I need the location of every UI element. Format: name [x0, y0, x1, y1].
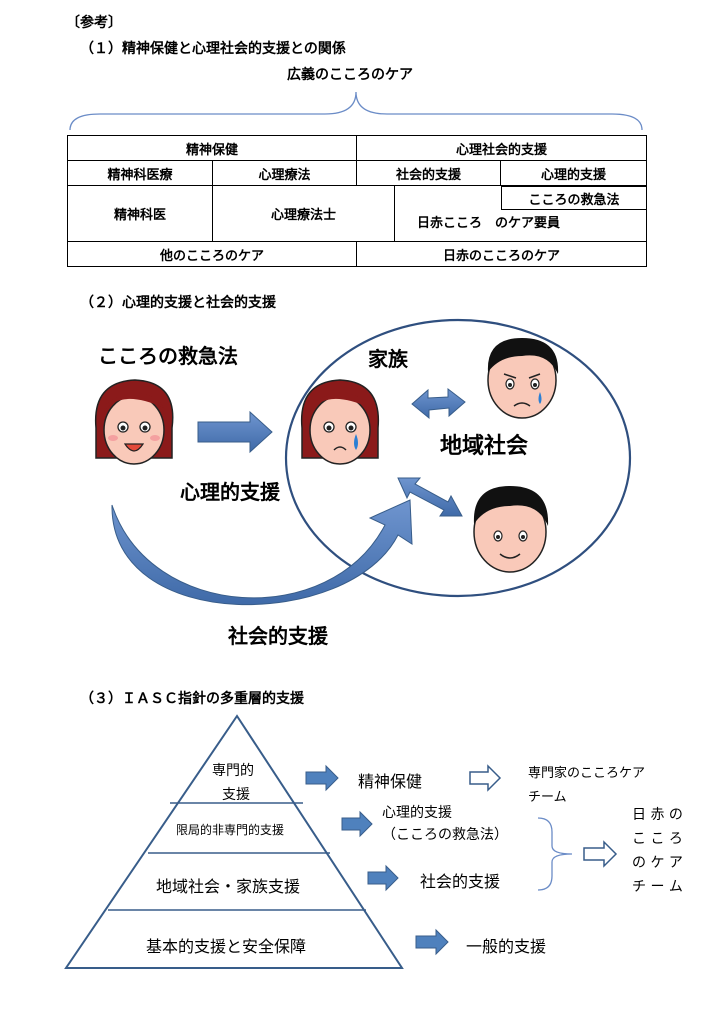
jrc-team-line1: 日 赤 の: [632, 807, 683, 823]
jrc-team-line2: こ こ ろ: [632, 831, 683, 847]
reference-label: 〔参考〕: [66, 15, 122, 31]
smiling-man-icon: [473, 486, 549, 573]
cell-psychiatrist: 精神科医: [67, 185, 213, 242]
top-brace: [69, 91, 643, 131]
outline-arrow-specialist: [469, 764, 502, 792]
cell-psychosocial-support: 心理社会的支援: [356, 135, 648, 161]
arrow-psych-support: [341, 810, 373, 838]
section3-title: （３）ＩＡＳＣ指針の多重層的支援: [80, 691, 304, 707]
psych-support-label: 心理的支援: [180, 480, 280, 504]
cell-jrc-care: 日赤のこころのケア: [356, 241, 648, 267]
iasc-diagram: [64, 714, 618, 969]
cell-social-support: 社会的支援: [356, 160, 502, 186]
right-brace: [537, 817, 573, 891]
cell-jrc-care-staff: 日赤こころ のケア要員: [417, 216, 561, 231]
relation-table: 精神保健 心理社会的支援 精神科医療 心理療法 社会的支援 心理的支援 精神科医…: [66, 135, 648, 267]
jrc-team-line4: チ ー ム: [632, 879, 683, 895]
smiling-girl-icon: [94, 379, 174, 465]
pyramid-level4: 基本的支援と安全保障: [146, 937, 307, 956]
double-arrow-family: [411, 387, 466, 420]
pyramid-level3: 地域社会・家族支援: [156, 877, 301, 896]
general-support-label: 一般的支援: [466, 937, 547, 956]
cell-other-care: 他のこころのケア: [66, 241, 358, 267]
arrow-mental-health: [305, 764, 339, 792]
jrc-team-line3: の ケ ア: [632, 855, 683, 871]
psych-support-line1: 心理的支援: [382, 805, 452, 821]
community-label: 地域社会: [440, 434, 529, 459]
social-support-label-3: 社会的支援: [420, 872, 501, 891]
cell-psychiatric-care: 精神科医療: [67, 160, 213, 186]
pyramid-level2: 限局的非専門的支援: [176, 823, 285, 837]
specialist-team-line1: 専門家のこころケア: [528, 766, 646, 781]
pyramid: [64, 714, 404, 969]
worried-man-icon: [487, 338, 559, 419]
social-support-label: 社会的支援: [228, 624, 328, 648]
cell-psychotherapy: 心理療法: [211, 160, 358, 186]
cell-jrc-group: こころの救急法 日赤こころ のケア要員: [394, 185, 648, 242]
cell-psychotherapist: 心理療法士: [211, 185, 396, 242]
social-support-arrow: [111, 499, 413, 606]
first-aid-label: こころの救急法: [98, 344, 238, 368]
family-label: 家族: [368, 347, 408, 371]
pyramid-level1-line2: 支援: [222, 787, 250, 803]
section2-title: （２）心理的支援と社会的支援: [80, 295, 276, 311]
cell-psychological-first-aid: こころの救急法: [501, 186, 647, 210]
arrow-social-support: [367, 864, 399, 892]
support-diagram: [94, 318, 632, 606]
double-arrow-community: [397, 477, 463, 517]
cell-psychological-support: 心理的支援: [500, 160, 648, 186]
cell-mental-health: 精神保健: [66, 135, 358, 161]
pyramid-level1-line1: 専門的: [212, 763, 254, 779]
arrow-general-support: [415, 928, 449, 956]
psych-support-line2: （こころの救急法）: [382, 827, 508, 843]
section1-title: （１）精神保健と心理社会的支援との関係: [80, 41, 346, 57]
crying-girl-icon: [300, 379, 380, 465]
outline-arrow-jrc-team: [583, 840, 618, 868]
specialist-team-line2: チーム: [528, 790, 567, 805]
psych-support-arrow: [197, 410, 273, 454]
brace-label: 広義のこころのケア: [287, 67, 413, 83]
mental-health-label: 精神保健: [358, 772, 423, 791]
